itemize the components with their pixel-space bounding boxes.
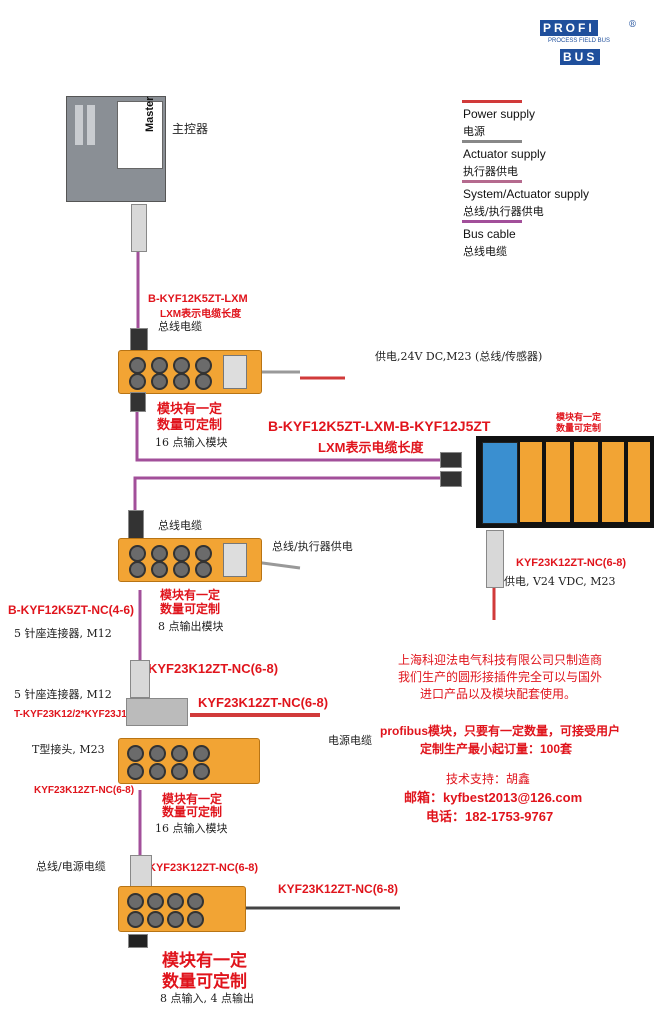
left-code1: B-KYF12K5ZT-NC(4-6) — [8, 603, 135, 617]
custom2a: 模块有一定 — [160, 588, 221, 602]
legend-sub-bus: 总线电缆 — [463, 245, 507, 258]
legend-line-bus — [462, 220, 522, 223]
master-label: Master — [144, 96, 156, 132]
cable1-note: LXM表示电缆长度 — [160, 309, 242, 320]
legend-sub-power: 电源 — [463, 125, 485, 138]
company-line5: 定制生产最小起订量：100套 — [420, 742, 573, 756]
logo-reg: ® — [628, 20, 637, 30]
remote-connector-2 — [440, 471, 462, 487]
custom2b: 数量可定制 — [160, 602, 221, 616]
company-line4: profibus模块，只要有一定数量，可接受用户 — [380, 724, 620, 738]
cable1-cn: 总线电缆 — [158, 320, 202, 333]
module3 — [118, 738, 260, 784]
cable2-code: B-KYF12K5ZT-LXM-B-KYF12J5ZT — [268, 418, 491, 434]
bus-cable-2 — [135, 408, 440, 462]
module1-top-connector — [130, 328, 148, 352]
power-cable-label: 电源电缆 — [328, 734, 372, 747]
code-bottom1: KYF23K12ZT-NC(6-8) — [148, 862, 259, 874]
module4 — [118, 886, 246, 932]
module3-caption: 16 点输入模块 — [155, 822, 228, 835]
legend-line-actuator — [462, 140, 522, 143]
logo-tagline: PROCESS FIELD BUS — [548, 38, 611, 44]
custom-right-a: 模块有一定 — [556, 412, 602, 422]
company-line1: 上海科迎法电气科技有限公司只制造商 — [398, 653, 603, 667]
bus-power: 总线/电源电缆 — [36, 860, 106, 873]
pin5-m12-a: 5 针座连接器, M12 — [14, 627, 112, 640]
module1 — [118, 350, 262, 394]
master-connector — [131, 204, 147, 252]
phone: 电话：182-1753-9767 — [426, 809, 554, 824]
company-line3: 进口产品以及模块配套使用。 — [420, 687, 577, 701]
module4-bottom-connector — [128, 934, 148, 948]
company-line2: 我们生产的圆形接插件完全可以与国外 — [398, 670, 603, 684]
email: 邮箱：kyfbest2013@126.com — [404, 790, 583, 805]
custom1b: 数量可定制 — [157, 417, 223, 432]
module2-caption: 8 点输出模块 — [158, 620, 224, 633]
custom3a: 模块有一定 — [162, 792, 223, 806]
t-joint: T型接头, M23 — [32, 743, 105, 756]
legend-sub-system: 总线/执行器供电 — [463, 205, 544, 218]
legend-sub-actuator: 执行器供电 — [463, 165, 518, 178]
support: 技术支持：胡鑫 — [446, 772, 531, 786]
bus-cable-3 — [133, 476, 440, 510]
right-code: KYF23K12ZT-NC(6-8) — [516, 557, 627, 569]
code-mid2: KYF23K12ZT-NC(6-8) — [198, 695, 329, 710]
code-left3: KYF23K12ZT-NC(6-8) — [34, 785, 135, 796]
remote-connector-1 — [440, 452, 462, 468]
sys-supply: 总线/执行器供电 — [272, 540, 353, 553]
code-bottom2: KYF23K12ZT-NC(6-8) — [278, 882, 399, 896]
master-caption: 主控器 — [172, 122, 209, 136]
code-mid1: KYF23K12ZT-NC(6-8) — [148, 661, 279, 676]
module1-bottom-connector — [130, 392, 146, 412]
right-supply: 供电, V24 VDC, M23 — [504, 575, 616, 588]
legend-label-power: Power supply — [463, 107, 536, 121]
custom-right-b: 数量可定制 — [556, 423, 602, 433]
logo-word2: BUS — [560, 49, 601, 65]
legend-label-system: System/Actuator supply — [463, 187, 590, 201]
t-code: T-KYF23K12/2*KYF23J12-IV — [14, 709, 146, 720]
logo-word1: PROFI — [540, 20, 598, 36]
remote-power-connector — [486, 530, 504, 588]
custom1a: 模块有一定 — [157, 401, 223, 416]
module1-caption: 16 点输入模块 — [155, 436, 228, 449]
gray-cable-2 — [254, 560, 301, 570]
custom4b: 数量可定制 — [162, 972, 247, 991]
cable1-code: B-KYF12K5ZT-LXM — [148, 293, 248, 305]
t-connector-top — [130, 660, 150, 698]
profibus-logo: PROFI PROCESS FIELD BUS BUS ® — [540, 20, 640, 70]
module4-caption: 8 点输入, 4 点输出 — [160, 992, 254, 1005]
pin5-m12-b: 5 针座连接器, M12 — [14, 688, 112, 701]
remote-station — [476, 436, 654, 528]
module4-top-connector — [130, 855, 152, 887]
master-controller: Master — [66, 96, 166, 202]
custom4a: 模块有一定 — [162, 951, 247, 970]
custom3b: 数量可定制 — [162, 805, 223, 819]
legend-label-bus: Bus cable — [463, 227, 516, 241]
legend-label-actuator: Actuator supply — [463, 147, 546, 161]
module2-top-connector — [128, 510, 144, 540]
t-joint — [126, 698, 188, 726]
cable2-note: LXM表示电缆长度 — [318, 440, 424, 455]
bus-cable2: 总线电缆 — [158, 519, 202, 532]
legend-line-power — [462, 100, 522, 103]
module2 — [118, 538, 262, 582]
supply1: 供电,24V DC,M23 (总线/传感器) — [375, 350, 543, 363]
legend-line-system — [462, 180, 522, 183]
